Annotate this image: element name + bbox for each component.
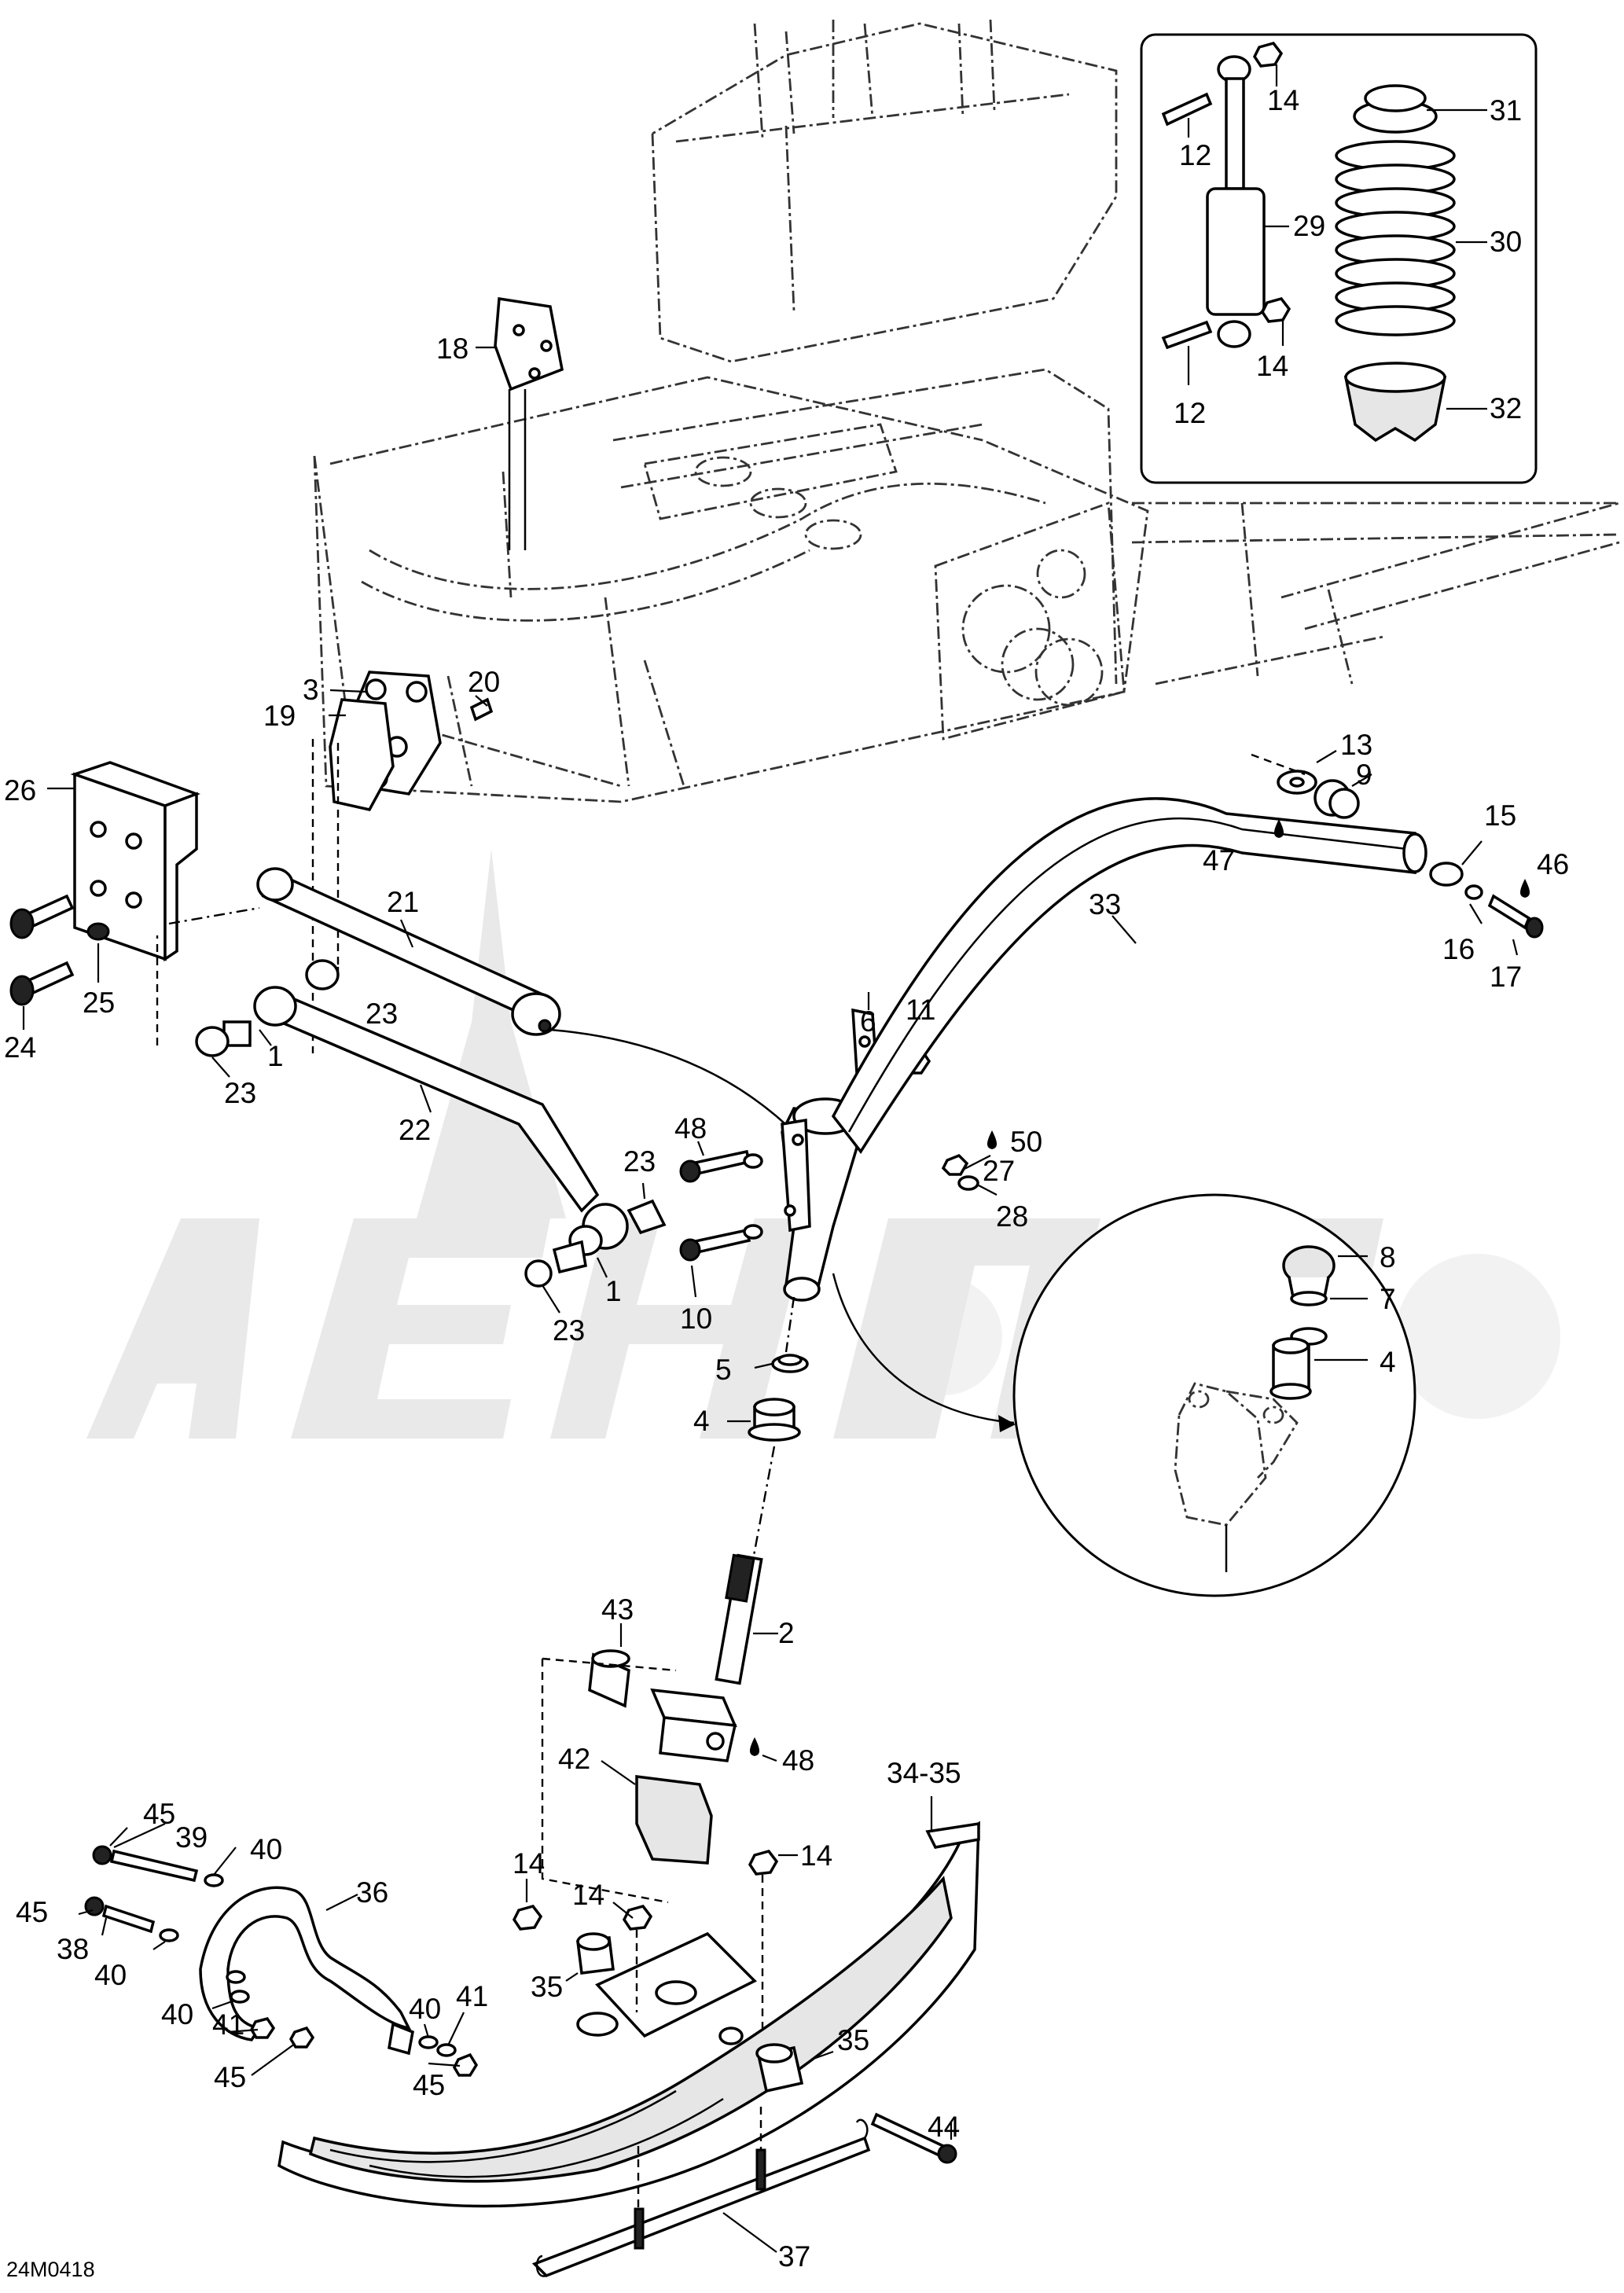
callout-45: 45 bbox=[413, 2069, 445, 2101]
callout-14: 14 bbox=[1256, 350, 1288, 382]
steering-spindle bbox=[650, 1553, 778, 1762]
callout-26: 26 bbox=[4, 774, 36, 807]
callout-33: 33 bbox=[1089, 888, 1121, 921]
shock-inset-box bbox=[1140, 33, 1538, 484]
callout-5: 5 bbox=[715, 1354, 732, 1386]
callout-42: 42 bbox=[558, 1743, 590, 1775]
callout-19: 19 bbox=[263, 700, 296, 732]
callout-34-35: 34-35 bbox=[887, 1757, 961, 1789]
callout-30: 30 bbox=[1490, 226, 1522, 258]
detail-circle bbox=[1012, 1193, 1416, 1597]
callout-2: 2 bbox=[778, 1617, 795, 1649]
callout-43: 43 bbox=[601, 1593, 634, 1626]
callout-27: 27 bbox=[983, 1155, 1015, 1187]
drawing-code: 24M0418 bbox=[6, 2258, 95, 2281]
callout-20: 20 bbox=[468, 666, 500, 698]
callout-12: 12 bbox=[1174, 397, 1206, 429]
callout-45: 45 bbox=[143, 1798, 175, 1830]
ski-body bbox=[277, 1796, 980, 2208]
callout-22: 22 bbox=[399, 1114, 431, 1146]
callout-37: 37 bbox=[778, 2240, 810, 2273]
callout-36: 36 bbox=[356, 1876, 388, 1909]
callout-46: 46 bbox=[1537, 848, 1569, 880]
callout-23: 23 bbox=[553, 1314, 585, 1347]
callout-40: 40 bbox=[94, 1959, 127, 1991]
frame-bracket bbox=[9, 761, 260, 1045]
callout-14: 14 bbox=[572, 1879, 604, 1911]
bushings-left bbox=[195, 1020, 272, 1078]
callout-17: 17 bbox=[1490, 961, 1522, 993]
callout-41: 41 bbox=[456, 1980, 488, 2012]
handle-hardware bbox=[78, 1823, 479, 2077]
callout-21: 21 bbox=[387, 886, 419, 918]
callout-18: 18 bbox=[436, 333, 468, 365]
callout-15: 15 bbox=[1484, 799, 1516, 832]
callout-40: 40 bbox=[250, 1833, 282, 1865]
callout-39: 39 bbox=[175, 1821, 208, 1854]
upper-a-arm bbox=[256, 867, 561, 1036]
callout-14: 14 bbox=[1267, 84, 1299, 116]
callout-48: 48 bbox=[782, 1744, 814, 1777]
callout-1: 1 bbox=[605, 1275, 622, 1307]
callout-31: 31 bbox=[1490, 94, 1522, 127]
callout-3: 3 bbox=[303, 674, 319, 706]
callout-25: 25 bbox=[83, 987, 115, 1019]
callout-29: 29 bbox=[1293, 210, 1325, 242]
spindle-bolts bbox=[679, 1130, 998, 1298]
callout-23: 23 bbox=[623, 1145, 656, 1178]
callout-12: 12 bbox=[1179, 139, 1211, 171]
vehicle-frame bbox=[313, 19, 1620, 803]
callout-4: 4 bbox=[693, 1405, 710, 1437]
callout-6: 6 bbox=[860, 1005, 876, 1038]
ski-runner bbox=[531, 2107, 957, 2278]
callout-10: 10 bbox=[680, 1303, 712, 1335]
spindle-bushings bbox=[727, 1296, 809, 1573]
callout-47: 47 bbox=[1203, 844, 1235, 876]
callout-9: 9 bbox=[1356, 759, 1372, 791]
callout-40: 40 bbox=[161, 1998, 193, 2030]
callout-11: 11 bbox=[906, 994, 935, 1026]
callout-1: 1 bbox=[267, 1040, 284, 1072]
callout-28: 28 bbox=[996, 1200, 1028, 1233]
shock-mount-bracket bbox=[476, 296, 564, 550]
callout-45: 45 bbox=[16, 1896, 48, 1928]
callout-7: 7 bbox=[1380, 1283, 1396, 1315]
callout-44: 44 bbox=[928, 2111, 960, 2143]
arrow-path-upper bbox=[549, 1028, 799, 1137]
callout-45: 45 bbox=[214, 2061, 246, 2093]
callout-14: 14 bbox=[513, 1847, 545, 1880]
callout-23: 23 bbox=[224, 1077, 256, 1109]
callout-13: 13 bbox=[1340, 729, 1372, 761]
wear-block bbox=[541, 1623, 713, 1904]
ski-bushings bbox=[565, 1932, 834, 2093]
callout-41: 41 bbox=[212, 2008, 244, 2041]
bushings-right bbox=[524, 1182, 667, 1314]
callout-4: 4 bbox=[1380, 1346, 1396, 1378]
callout-8: 8 bbox=[1380, 1241, 1396, 1273]
mounting-plates bbox=[311, 671, 494, 1053]
trailing-arm bbox=[831, 797, 1427, 1155]
callout-16: 16 bbox=[1442, 933, 1475, 965]
ski-nuts bbox=[512, 1849, 798, 2028]
arrow-path-detail bbox=[832, 1273, 1015, 1424]
callout-35: 35 bbox=[531, 1971, 563, 2003]
callout-14: 14 bbox=[800, 1839, 832, 1872]
callout-50: 50 bbox=[1010, 1126, 1042, 1158]
lower-a-arm bbox=[253, 959, 629, 1250]
arm-pivot-hardware bbox=[1251, 750, 1544, 956]
callout-40: 40 bbox=[409, 1993, 441, 2025]
callout-35: 35 bbox=[837, 2024, 869, 2056]
ski-handle bbox=[199, 1886, 414, 2056]
callout-32: 32 bbox=[1490, 392, 1522, 424]
callout-labels: 14 12 31 29 30 14 12 32 18 3 20 19 26 21… bbox=[4, 84, 1569, 2281]
callout-23: 23 bbox=[366, 998, 398, 1030]
callout-24: 24 bbox=[4, 1031, 36, 1064]
callout-48: 48 bbox=[674, 1112, 707, 1145]
callout-38: 38 bbox=[57, 1933, 89, 1965]
